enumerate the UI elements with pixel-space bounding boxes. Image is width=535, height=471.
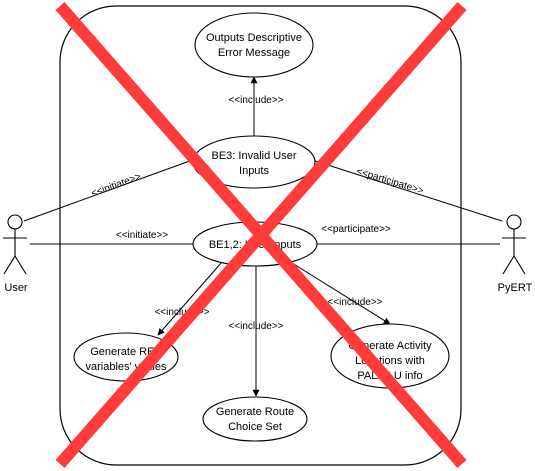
include-label-rep: <<include>> xyxy=(154,307,209,318)
usecase-outputs-error[interactable]: Outputs Descriptive Error Message xyxy=(194,12,314,78)
initiate-label-be12: <<initiate>> xyxy=(116,230,168,241)
pyert-actor-label: PyERT xyxy=(498,282,533,294)
user-actor[interactable]: User xyxy=(3,214,28,294)
red-x-overlay xyxy=(55,2,467,468)
usecase-outputs-error-line1: Outputs Descriptive xyxy=(206,32,302,44)
user-actor-head xyxy=(7,214,23,230)
usecase-be3[interactable]: BE3: Invalid User Inputs xyxy=(192,135,316,189)
pyert-actor-head xyxy=(506,214,522,230)
usecase-generate-route-line2: Choice Set xyxy=(228,421,282,433)
usecase-generate-route-line1: Generate Route xyxy=(216,406,294,418)
include-arrow-rep xyxy=(157,261,223,336)
include-label-error: <<include>> xyxy=(228,95,283,106)
initiate-label-be3: <<initiate>> xyxy=(90,171,143,199)
usecase-be3-line2: Inputs xyxy=(239,165,269,177)
pyert-actor[interactable]: PyERT xyxy=(498,214,533,294)
participate-label-be3: <<participate>> xyxy=(355,166,425,197)
user-be3-association xyxy=(23,157,199,222)
red-x-stroke-2 xyxy=(55,2,467,468)
system-boundary xyxy=(59,5,462,466)
usecase-outputs-error-line2: Error Message xyxy=(218,47,290,59)
include-arrow-activity xyxy=(291,262,391,325)
usecase-generate-route[interactable]: Generate Route Choice Set xyxy=(202,396,308,442)
include-label-route: <<include>> xyxy=(228,321,283,332)
usecase-generate-activity-line1: Generate Activity xyxy=(348,340,432,352)
participate-label-be12: <<participate>> xyxy=(321,224,391,235)
include-label-activity: <<include>> xyxy=(327,297,382,308)
usecase-generate-rep-line1: Generate REP xyxy=(90,346,162,358)
be3-pyert-association xyxy=(305,157,503,222)
user-actor-label: User xyxy=(4,282,28,294)
usecase-be3-line1: BE3: Invalid User xyxy=(212,150,297,162)
